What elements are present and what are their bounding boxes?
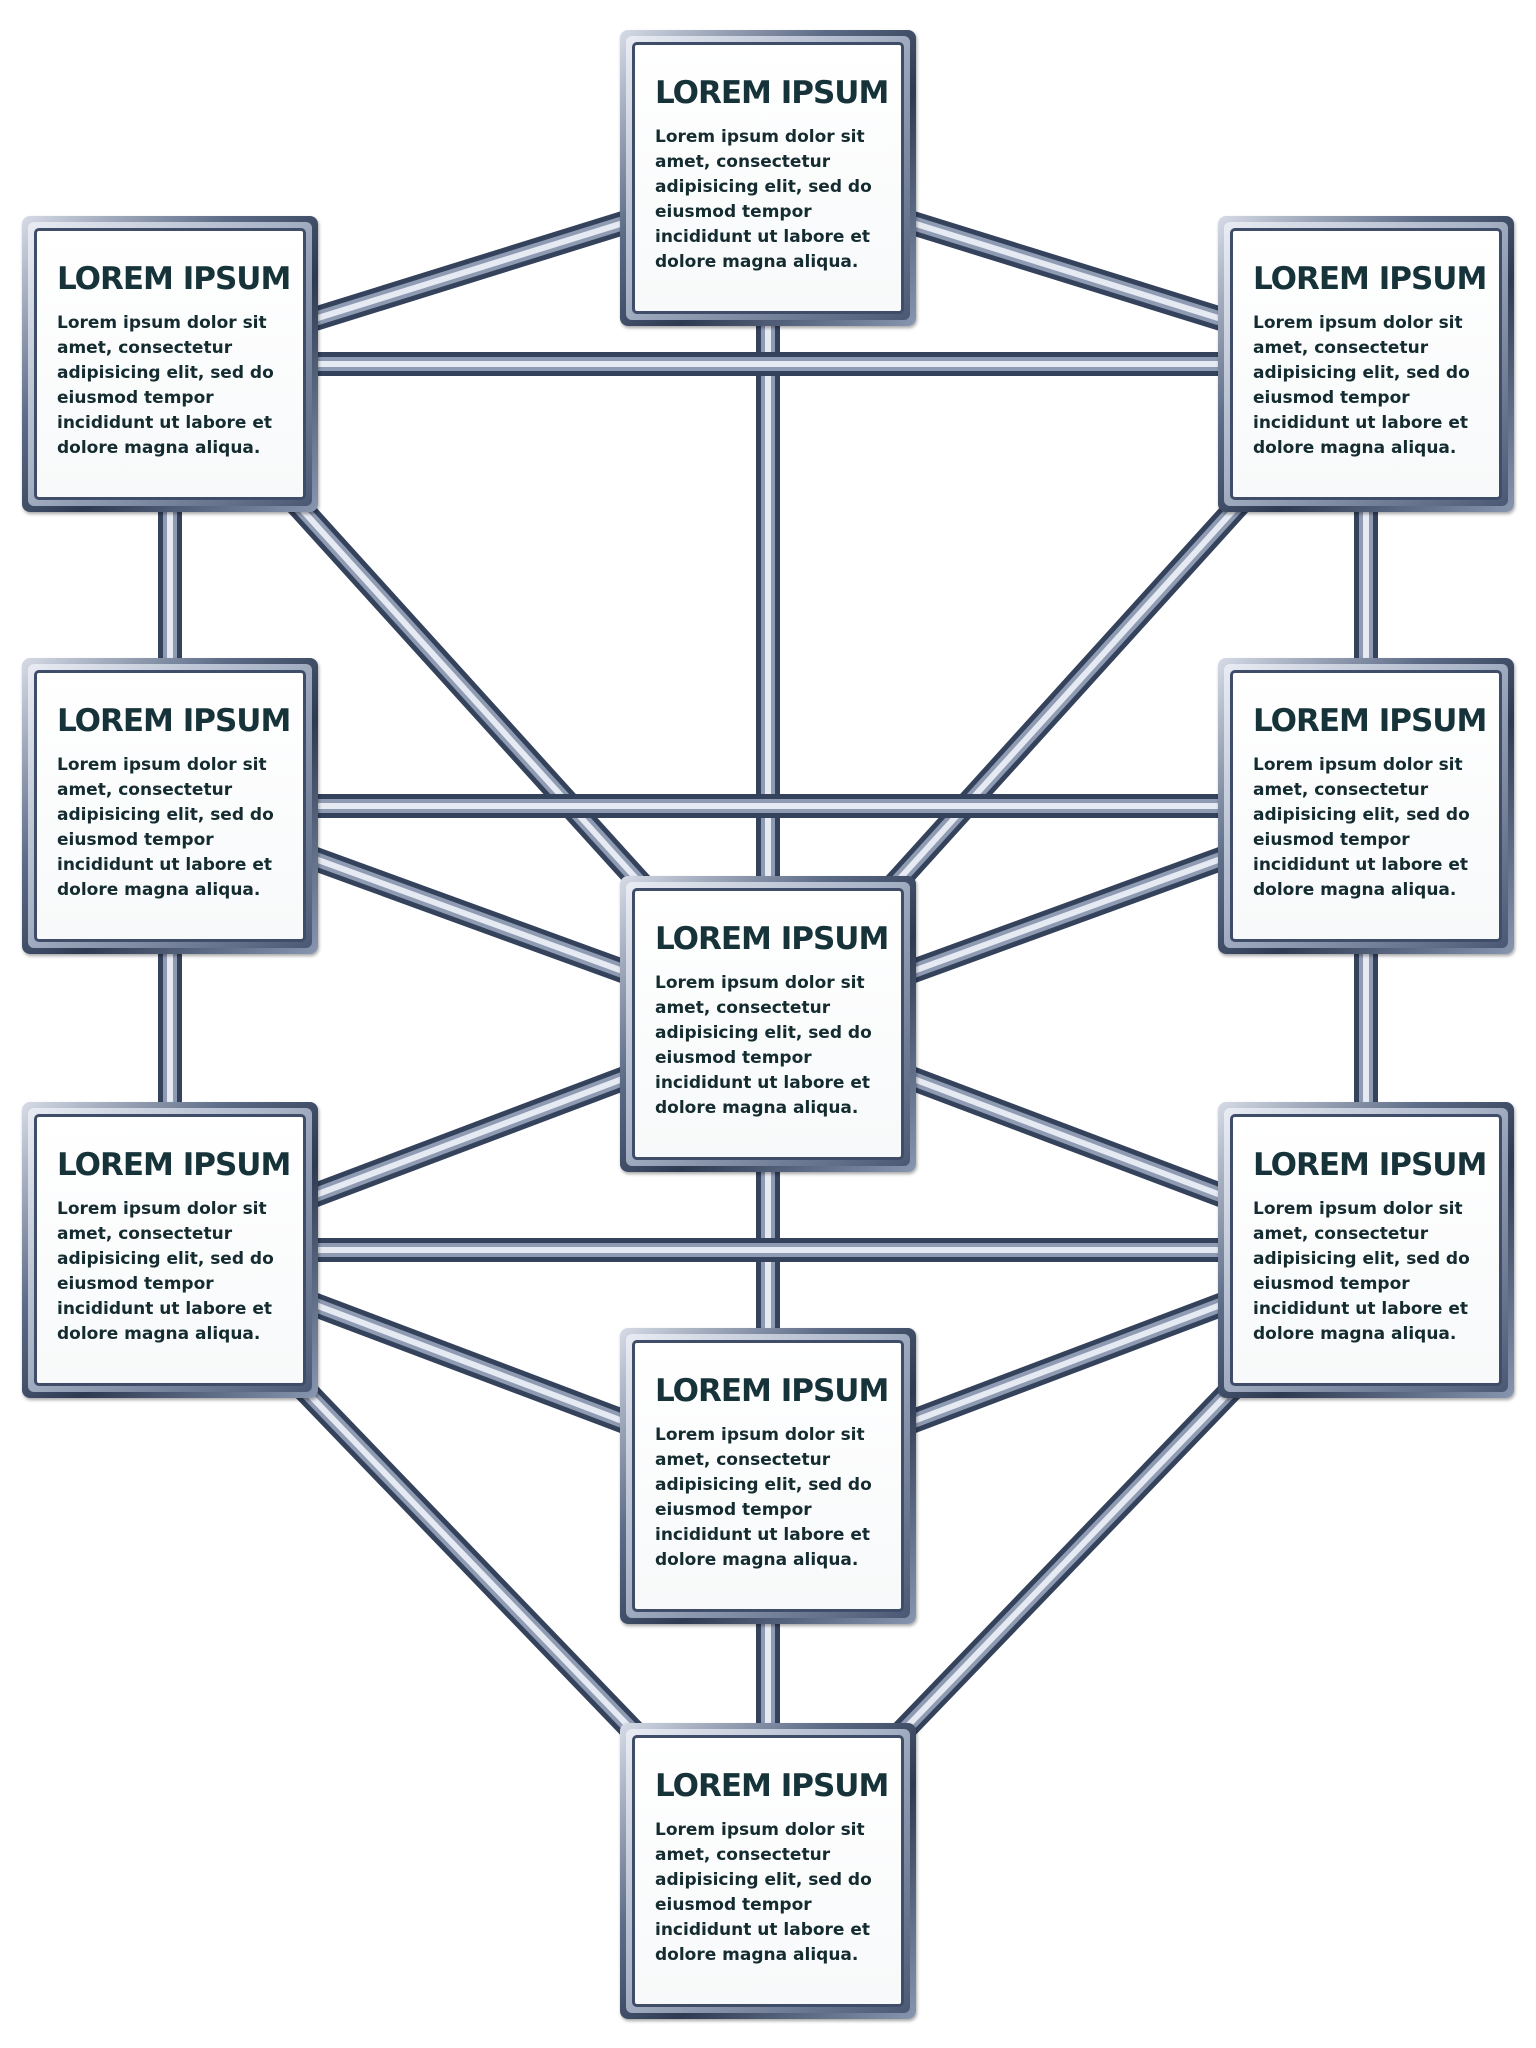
node-title: LOREM IPSUM <box>1253 1147 1487 1183</box>
node-upper-right: LOREM IPSUM Lorem ipsum dolor sit amet, … <box>1218 216 1514 512</box>
node-lower-right: LOREM IPSUM Lorem ipsum dolor sit amet, … <box>1218 1102 1514 1398</box>
node-body: Lorem ipsum dolor sit amet, consectetur … <box>57 755 274 900</box>
node-middle-right: LOREM IPSUM Lorem ipsum dolor sit amet, … <box>1218 658 1514 954</box>
node-title: LOREM IPSUM <box>57 261 291 297</box>
node-title: LOREM IPSUM <box>1253 703 1487 739</box>
node-top: LOREM IPSUM Lorem ipsum dolor sit amet, … <box>620 30 916 326</box>
node-body: Lorem ipsum dolor sit amet, consectetur … <box>655 973 872 1118</box>
node-center: LOREM IPSUM Lorem ipsum dolor sit amet, … <box>620 876 916 1172</box>
node-middle-left: LOREM IPSUM Lorem ipsum dolor sit amet, … <box>22 658 318 954</box>
node-upper-left: LOREM IPSUM Lorem ipsum dolor sit amet, … <box>22 216 318 512</box>
node-body: Lorem ipsum dolor sit amet, consectetur … <box>655 1820 872 1965</box>
node-bottom: LOREM IPSUM Lorem ipsum dolor sit amet, … <box>620 1723 916 2019</box>
node-title: LOREM IPSUM <box>655 1373 889 1409</box>
node-title: LOREM IPSUM <box>1253 261 1487 297</box>
node-lower-left: LOREM IPSUM Lorem ipsum dolor sit amet, … <box>22 1102 318 1398</box>
node-body: Lorem ipsum dolor sit amet, consectetur … <box>655 1425 872 1570</box>
node-body: Lorem ipsum dolor sit amet, consectetur … <box>1253 755 1470 900</box>
node-title: LOREM IPSUM <box>57 703 291 739</box>
node-title: LOREM IPSUM <box>655 1768 889 1804</box>
node-body: Lorem ipsum dolor sit amet, consectetur … <box>655 127 872 272</box>
node-title: LOREM IPSUM <box>655 75 889 111</box>
node-title: LOREM IPSUM <box>57 1147 291 1183</box>
node-body: Lorem ipsum dolor sit amet, consectetur … <box>1253 313 1470 458</box>
node-body: Lorem ipsum dolor sit amet, consectetur … <box>1253 1199 1470 1344</box>
node-title: LOREM IPSUM <box>655 921 889 957</box>
node-lower-center: LOREM IPSUM Lorem ipsum dolor sit amet, … <box>620 1328 916 1624</box>
node-body: Lorem ipsum dolor sit amet, consectetur … <box>57 1199 274 1344</box>
node-body: Lorem ipsum dolor sit amet, consectetur … <box>57 313 274 458</box>
